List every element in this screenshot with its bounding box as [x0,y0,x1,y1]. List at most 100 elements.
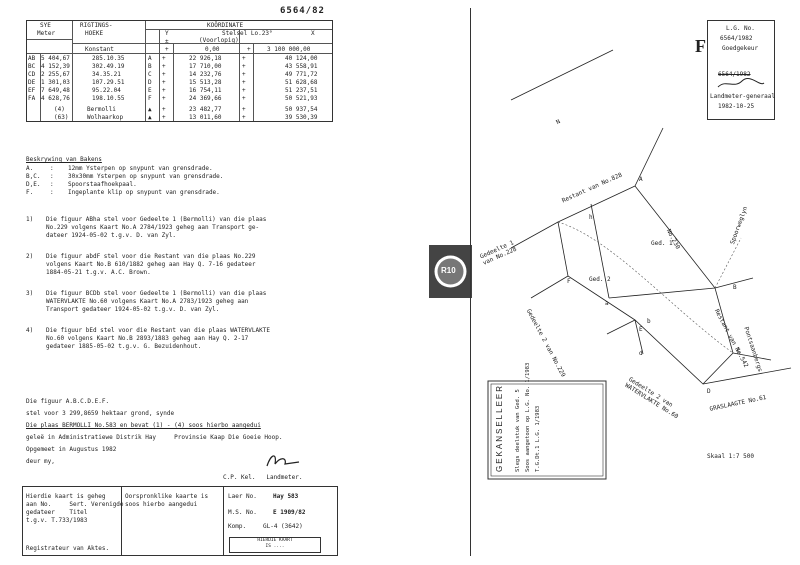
row-side: 4 628,76 [41,95,70,102]
row-angle: 302.49.19 [92,63,125,70]
hdr-koordinate: KOÖRDINATE [207,22,244,29]
row-label: AB [28,55,36,62]
lg-number: 6564/1982 [720,35,753,42]
surveyor-signature [266,455,300,467]
row-sign-x: + [242,63,246,70]
cert-line4: geleë in Administratiewe Distrik Hay Pro… [26,434,283,441]
lg-signoff: Landmeter-generaal [710,93,776,100]
beacon-sign-x: + [242,114,246,121]
beacon-name: Bermolli [87,106,116,113]
cancel-stamp: GEKANSELLEER Slegs deelstuk van Ged. 5 S… [487,363,607,480]
point-d-lower: d [639,350,643,357]
hdr-x-const: 3 100 000,00 [267,46,311,53]
hdr-rigting-2: HOEKE [85,30,104,37]
note-text: Die figuur ABha stel voor Gedeelte 1 (Be… [46,216,267,239]
beskrywing-key: F. [26,189,34,196]
row-side: 7 649,48 [41,87,70,94]
point-c: C [737,348,741,355]
right-sheet: L.G. No. 6564/1982 Goedgekeur 6564/1982 … [470,8,793,556]
hdr-y: Y [165,30,169,37]
point-a-lower: a [605,300,609,307]
row-y: 17 710,00 [189,63,222,70]
seal-text: R10 [441,266,456,275]
row-point: E [148,87,152,94]
row-angle: 95.22.04 [92,87,121,94]
note-text: Die figuur BCDb stel voor Gedeelte 1 (Be… [46,290,267,313]
row-angle: 198.10.55 [92,95,125,102]
seal-graphic [429,245,472,298]
boundary-lines [510,127,792,385]
beacon-mark: ▲ [148,106,152,113]
footer-registration: Hierdie kaart is geheg aan No. Sert. Ver… [26,493,124,524]
ms-label: M.S. No. [228,509,257,516]
footer-registrar: Registrateur van Aktes. [26,545,110,552]
row-sign-y: + [162,63,166,70]
row-y: 16 754,11 [189,87,222,94]
beacon-y: 13 011,60 [189,114,222,121]
cert-line5: Opgemeet in Augustus 1982 [26,446,117,453]
lg-label: L.G. No. [726,25,755,32]
revenue-seal: R10 [428,244,473,299]
beacon-label: (4) [54,106,65,113]
point-a-upper: A [639,176,643,183]
point-d: D [707,388,711,395]
komp-label: Komp. [228,523,247,530]
row-sign-x: + [242,79,246,86]
row-label: DE [28,79,36,86]
survey-plan [510,49,792,385]
lg-approved: Goedgekeur [722,45,759,52]
note-number: 3) [26,290,34,297]
note-number: 1) [26,216,34,223]
hdr-voorlopig: (Voorlopig) [199,37,239,44]
row-point: A [148,55,152,62]
label-scale: Skaal 1:7 500 [707,453,754,460]
row-point: F [148,95,152,102]
lg-signature [717,78,765,88]
coordinates-table: SYE Meter RIGTINGS- HOEKE Konstant KOÖRD… [26,20,333,122]
note-text: Die figuur bEd stel voor die Restant van… [46,327,270,350]
row-side: 4 152,39 [41,63,70,70]
beskrywing-text: : Ingeplante klip op snypunt van grensdr… [50,189,220,196]
beacon-x: 50 937,54 [285,106,318,113]
footer-original-maps: Oorspronklike kaarte is soos hierbo aang… [125,493,209,508]
row-label: FA [28,95,36,102]
row-angle: 107.29.51 [92,79,125,86]
row-side: 1 301,03 [41,79,70,86]
row-x: 50 521,93 [285,95,318,102]
row-sign-x: + [242,87,246,94]
row-x: 40 124,00 [285,55,318,62]
cert-line6: deur my, [26,458,55,465]
row-sign-y: + [162,71,166,78]
sheet-number: 6564/82 [280,6,325,16]
beacon-label: (63) [54,114,69,121]
row-sign-x: + [242,55,246,62]
hdr-y-const: 0,00 [205,46,220,53]
hdr-rigting-1: RIGTINGS- [80,22,113,29]
hdr-meter: Meter [37,30,56,37]
row-y: 24 369,66 [189,95,222,102]
cancel-text: Slegs deelstuk van Ged. 5 Soos aangetoon… [515,362,541,472]
beskrywing-text: : 12mm Ysterpen op snypunt van grensdrad… [50,165,213,172]
row-x: 49 771,72 [285,71,318,78]
lg-box: L.G. No. 6564/1982 Goedgekeur 6564/1982 … [707,20,775,120]
row-label: BC [28,63,36,70]
row-x: 43 558,91 [285,63,318,70]
cert-line2: stel voor 3 299,8659 hektaar grond, synd… [26,410,175,417]
ms-value: E 1909/82 [273,509,306,516]
hdr-konstant: Konstant [85,46,114,53]
railway-line [557,221,742,354]
row-side: 5 404,67 [41,55,70,62]
lg-date: 1982-10-25 [718,103,755,110]
row-y: 15 513,28 [189,79,222,86]
point-b-lower: b [647,318,651,325]
row-sign-y: + [162,79,166,86]
beacon-sign-x: + [242,106,246,113]
hdr-pm: ± [165,38,169,45]
label-ged1: Ged. 1 [651,240,673,247]
point-f: F [567,278,571,285]
beskrywing-key: B,C. [26,173,41,180]
row-point: B [148,63,152,70]
point-b: B [733,284,737,291]
note-number: 2) [26,253,34,260]
cert-line1: Die figuur A.B.C.D.E.F. [26,398,110,405]
